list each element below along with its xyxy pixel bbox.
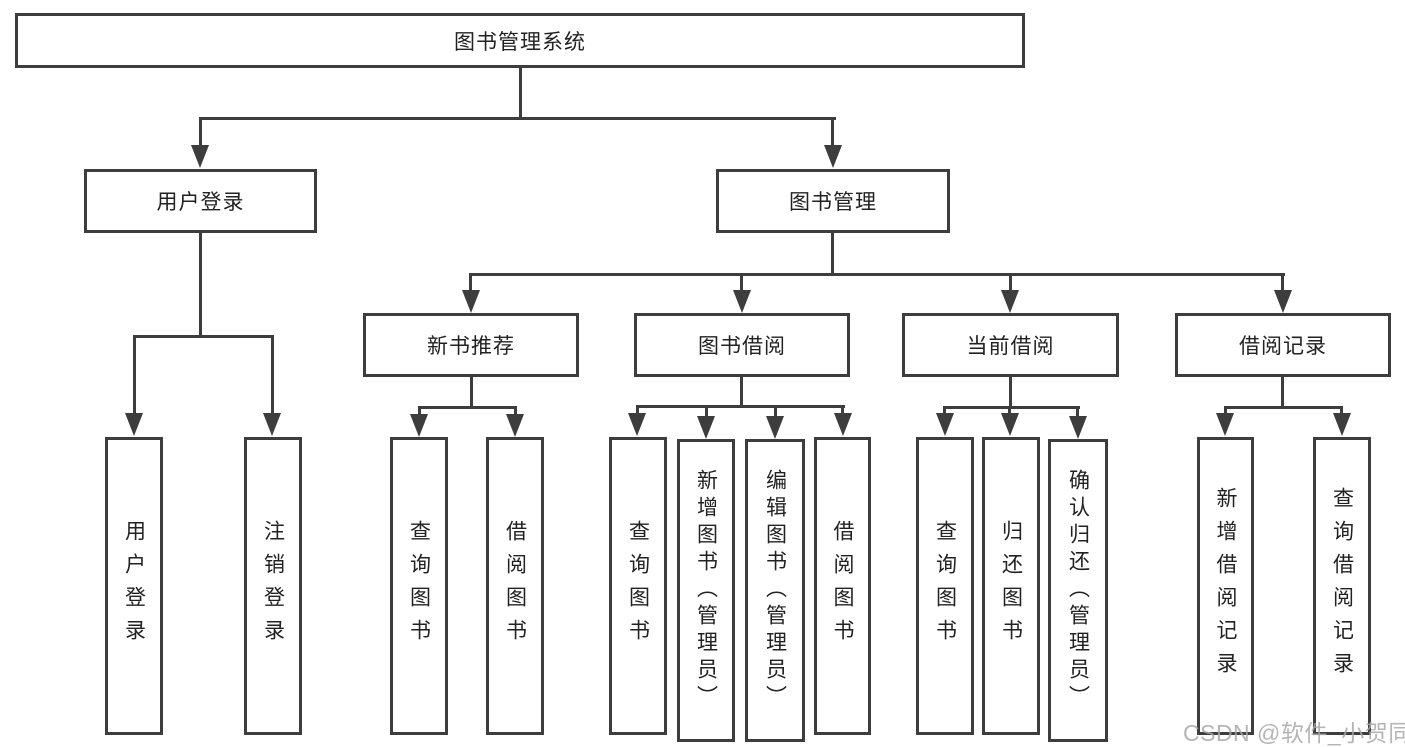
node-root: 图书管理系统 [15, 13, 1025, 68]
node-label: 图书管理 [789, 191, 877, 214]
connector-stem [514, 406, 517, 416]
leaf-label: 新增借阅记录 [1214, 487, 1237, 685]
connector-root-bar [199, 117, 836, 120]
connector-stem [1009, 377, 1012, 408]
connector-stem [841, 405, 844, 415]
leaf-bb-search-books: 查询图书 [609, 437, 667, 735]
connector-root-stem [519, 68, 522, 120]
node-book-management: 图书管理 [716, 169, 950, 233]
connector-stem [636, 405, 639, 415]
node-user-login-group: 用户登录 [84, 169, 317, 233]
leaf-label: 借阅图书 [503, 520, 527, 652]
leaf-label: 确认归还（管理员） [1066, 469, 1090, 712]
arrow-down-icon [1001, 290, 1019, 313]
leaf-cb-confirm-return-admin: 确认归还（管理员） [1048, 439, 1108, 742]
connector-stem [1281, 273, 1284, 292]
connector-stem [705, 405, 708, 418]
leaf-label: 注销登录 [261, 520, 285, 652]
arrow-down-icon [263, 413, 281, 436]
arrow-down-icon [191, 145, 209, 168]
arrow-down-icon [628, 413, 646, 436]
leaf-label: 查询图书 [407, 520, 431, 652]
connector-bar [943, 406, 1080, 409]
watermark: CSDN @软件_小贺同学 [1183, 720, 1405, 746]
connector-user-stem [199, 233, 202, 337]
leaf-bb-edit-book-admin: 编辑图书（管理员） [745, 439, 805, 742]
arrow-down-icon [410, 414, 428, 437]
connector-stem-user-login [199, 117, 202, 148]
leaf-nb-borrow-books: 借阅图书 [486, 437, 544, 735]
connector-stem-book-mgmt [831, 117, 834, 148]
connector-bar [636, 405, 845, 408]
arrow-down-icon [1001, 413, 1019, 436]
connector-stem [1008, 406, 1011, 415]
leaf-label: 编辑图书（管理员） [763, 469, 787, 712]
node-current-borrowing: 当前借阅 [902, 313, 1119, 377]
leaf-br-search-record: 查询借阅记录 [1313, 437, 1371, 735]
node-label: 图书借阅 [698, 335, 786, 358]
arrow-down-icon [766, 416, 784, 439]
arrow-down-icon [733, 290, 751, 313]
arrow-down-icon [125, 413, 143, 436]
node-borrow-records: 借阅记录 [1175, 313, 1391, 377]
leaf-label: 归还图书 [999, 520, 1023, 652]
leaf-cb-search-books: 查询图书 [916, 437, 974, 735]
connector-stem [469, 273, 472, 292]
arrow-down-icon [462, 290, 480, 313]
leaf-logout: 注销登录 [244, 437, 302, 735]
arrow-down-icon [1069, 416, 1087, 439]
leaf-br-add-record: 新增借阅记录 [1197, 437, 1254, 735]
connector-stem [740, 377, 743, 407]
connector-stem [1009, 273, 1012, 292]
leaf-label: 查询图书 [626, 520, 650, 652]
leaf-bb-borrow-books: 借阅图书 [814, 437, 871, 735]
node-label: 借阅记录 [1239, 335, 1327, 358]
arrow-down-icon [1216, 413, 1234, 436]
connector-stem [1340, 406, 1343, 415]
connector-stem [271, 335, 274, 415]
connector-bar [1224, 406, 1343, 409]
connector-stem [774, 405, 777, 418]
node-new-book-recommend: 新书推荐 [363, 313, 579, 377]
connector-stem [740, 273, 743, 292]
leaf-cb-return-books: 归还图书 [982, 437, 1040, 735]
arrow-down-icon [834, 413, 852, 436]
connector-stem [1076, 406, 1079, 418]
node-label: 新书推荐 [427, 335, 515, 358]
arrow-down-icon [697, 416, 715, 439]
leaf-label: 新增图书（管理员） [694, 469, 718, 712]
node-root-label: 图书管理系统 [454, 30, 586, 54]
arrow-down-icon [1333, 413, 1351, 436]
arrow-down-icon [506, 414, 524, 437]
leaf-label: 借阅图书 [831, 520, 854, 652]
node-label: 当前借阅 [966, 335, 1055, 358]
connector-stem [943, 406, 946, 415]
connector-stem [470, 377, 473, 408]
arrow-down-icon [1274, 290, 1292, 313]
leaf-user-login: 用户登录 [105, 437, 163, 735]
connector-stem [133, 335, 136, 415]
connector-mgmt-stem [831, 233, 834, 275]
leaf-nb-search-books: 查询图书 [390, 437, 448, 735]
connector-bar [418, 406, 517, 409]
leaf-label: 查询借阅记录 [1330, 487, 1354, 685]
connector-stem [1224, 406, 1227, 415]
connector-stem [1281, 377, 1284, 408]
leaf-bb-add-book-admin: 新增图书（管理员） [677, 439, 735, 742]
arrow-down-icon [824, 145, 842, 168]
leaf-label: 用户登录 [122, 520, 146, 652]
node-book-borrowing: 图书借阅 [634, 313, 850, 377]
connector-mgmt-bar [470, 273, 1285, 276]
leaf-label: 查询图书 [933, 520, 957, 652]
arrow-down-icon [936, 413, 954, 436]
connector-stem [418, 406, 421, 416]
connector-user-bar [133, 335, 274, 338]
node-label: 用户登录 [156, 191, 245, 214]
